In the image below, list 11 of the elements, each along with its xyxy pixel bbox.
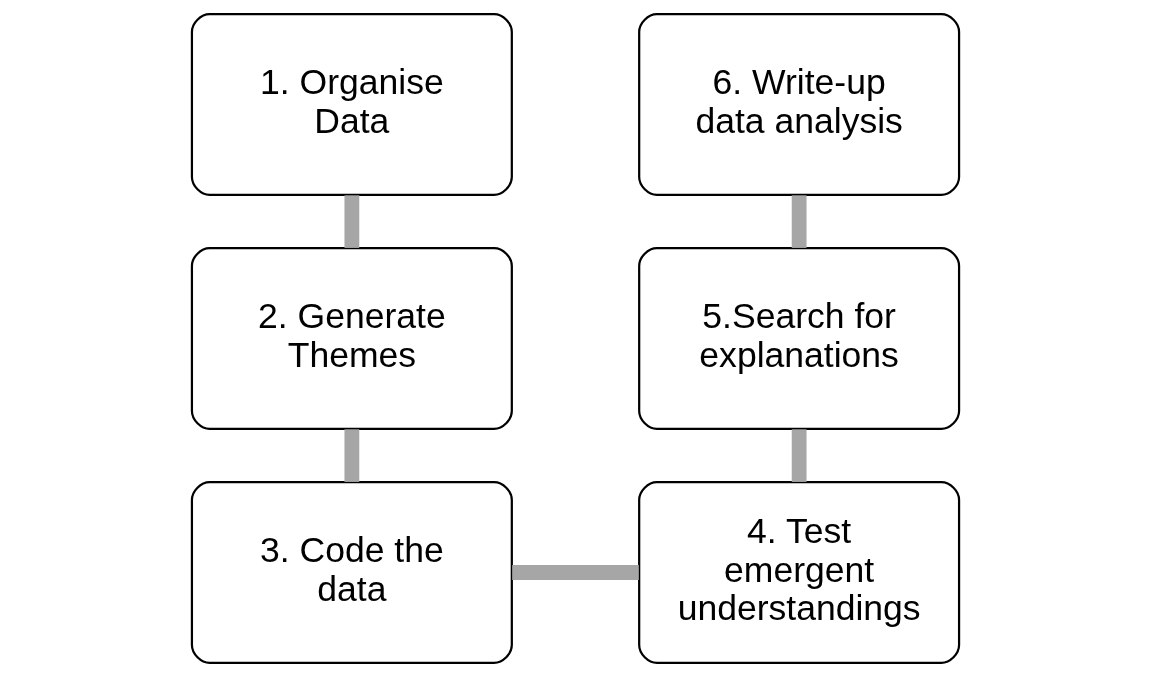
connector xyxy=(791,429,807,482)
connector xyxy=(791,195,807,248)
connector xyxy=(344,195,360,248)
node-box: 1. Organise Data xyxy=(190,13,513,196)
node-box: 3. Code the data xyxy=(190,481,513,664)
connector xyxy=(344,429,360,482)
node-box: 2. Generate Themes xyxy=(190,247,513,430)
connector xyxy=(512,565,639,580)
node-box: 6. Write-up data analysis xyxy=(638,13,961,196)
node-box: 4. Test emergent understandings xyxy=(638,481,961,664)
node-box: 5.Search for explanations xyxy=(638,247,961,430)
